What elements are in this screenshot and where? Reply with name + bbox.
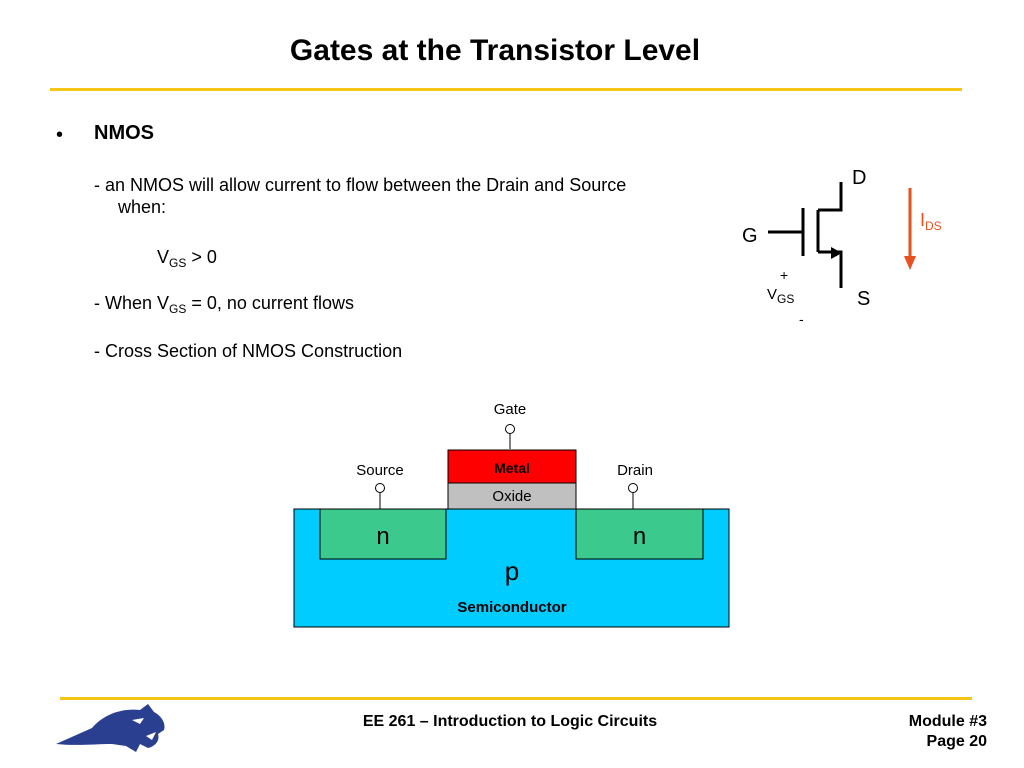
slide-title: Gates at the Transistor Level [289, 34, 701, 67]
condition-sub: GS [169, 256, 187, 270]
gate-symbol-label: G [742, 225, 758, 247]
drain-terminal-label: Drain [617, 462, 653, 479]
metal-layer [447, 449, 577, 484]
bullet-heading: NMOS [94, 122, 154, 144]
ids-main: I [920, 210, 926, 230]
condition-rest: > 0 [186, 247, 217, 267]
line2-pre: - When V [94, 293, 170, 313]
n-region-left [319, 508, 447, 560]
vgs-main: V [767, 286, 778, 303]
text-line-1b: when: [118, 197, 167, 217]
header-rule [50, 88, 962, 91]
text-line-1: - an NMOS will allow current to flow bet… [94, 174, 714, 218]
condition-v: V [157, 247, 170, 267]
wildcat-logo-icon [56, 704, 165, 752]
source-arrow-icon [831, 247, 842, 259]
nmos-cross-section [293, 424, 730, 628]
oxide-layer [447, 482, 577, 510]
vgs-minus: - [799, 311, 804, 327]
footer-module: Module #3 [908, 713, 987, 730]
footer-module-page: Module #3 Page 20 [909, 712, 987, 752]
metal-label: Metal [494, 460, 530, 476]
text-line-3: - Cross Section of NMOS Construction [94, 341, 403, 361]
oxide-label: Oxide [492, 488, 532, 505]
ids-label: IDS [920, 210, 942, 233]
text-line-2: - When VGS = 0, no current flows [94, 292, 354, 316]
line2-sub: GS [169, 302, 187, 316]
vgs-label: VGS [767, 286, 795, 306]
drain-symbol-label: D [852, 167, 867, 189]
gate-terminal [505, 424, 515, 434]
nmos-symbol [768, 182, 916, 288]
line2-post: = 0, no current flows [186, 293, 354, 313]
bullet-marker: • [56, 124, 64, 146]
vgs-sub: GS [777, 292, 795, 306]
source-terminal-label: Source [356, 462, 404, 479]
text-line-1a: - an NMOS will allow current to flow bet… [94, 175, 627, 195]
footer-page: Page 20 [926, 733, 987, 750]
source-lead [818, 250, 843, 288]
vgs-plus: + [780, 267, 789, 283]
source-terminal [375, 483, 385, 493]
substrate-label: Semiconductor [457, 599, 567, 616]
footer-rule [60, 697, 972, 700]
ids-arrow-icon [904, 256, 916, 270]
drain-lead [818, 182, 843, 212]
gate-terminal-label: Gate [493, 401, 527, 418]
n-region-right [575, 508, 704, 560]
ids-sub: DS [925, 219, 942, 233]
p-label: p [504, 556, 520, 586]
footer-course: EE 261 – Introduction to Logic Circuits [362, 713, 658, 730]
condition-line: VGS > 0 [157, 246, 217, 270]
n-left-label: n [376, 523, 390, 550]
source-symbol-label: S [857, 288, 871, 310]
n-right-label: n [632, 523, 647, 550]
drain-terminal [628, 483, 638, 493]
